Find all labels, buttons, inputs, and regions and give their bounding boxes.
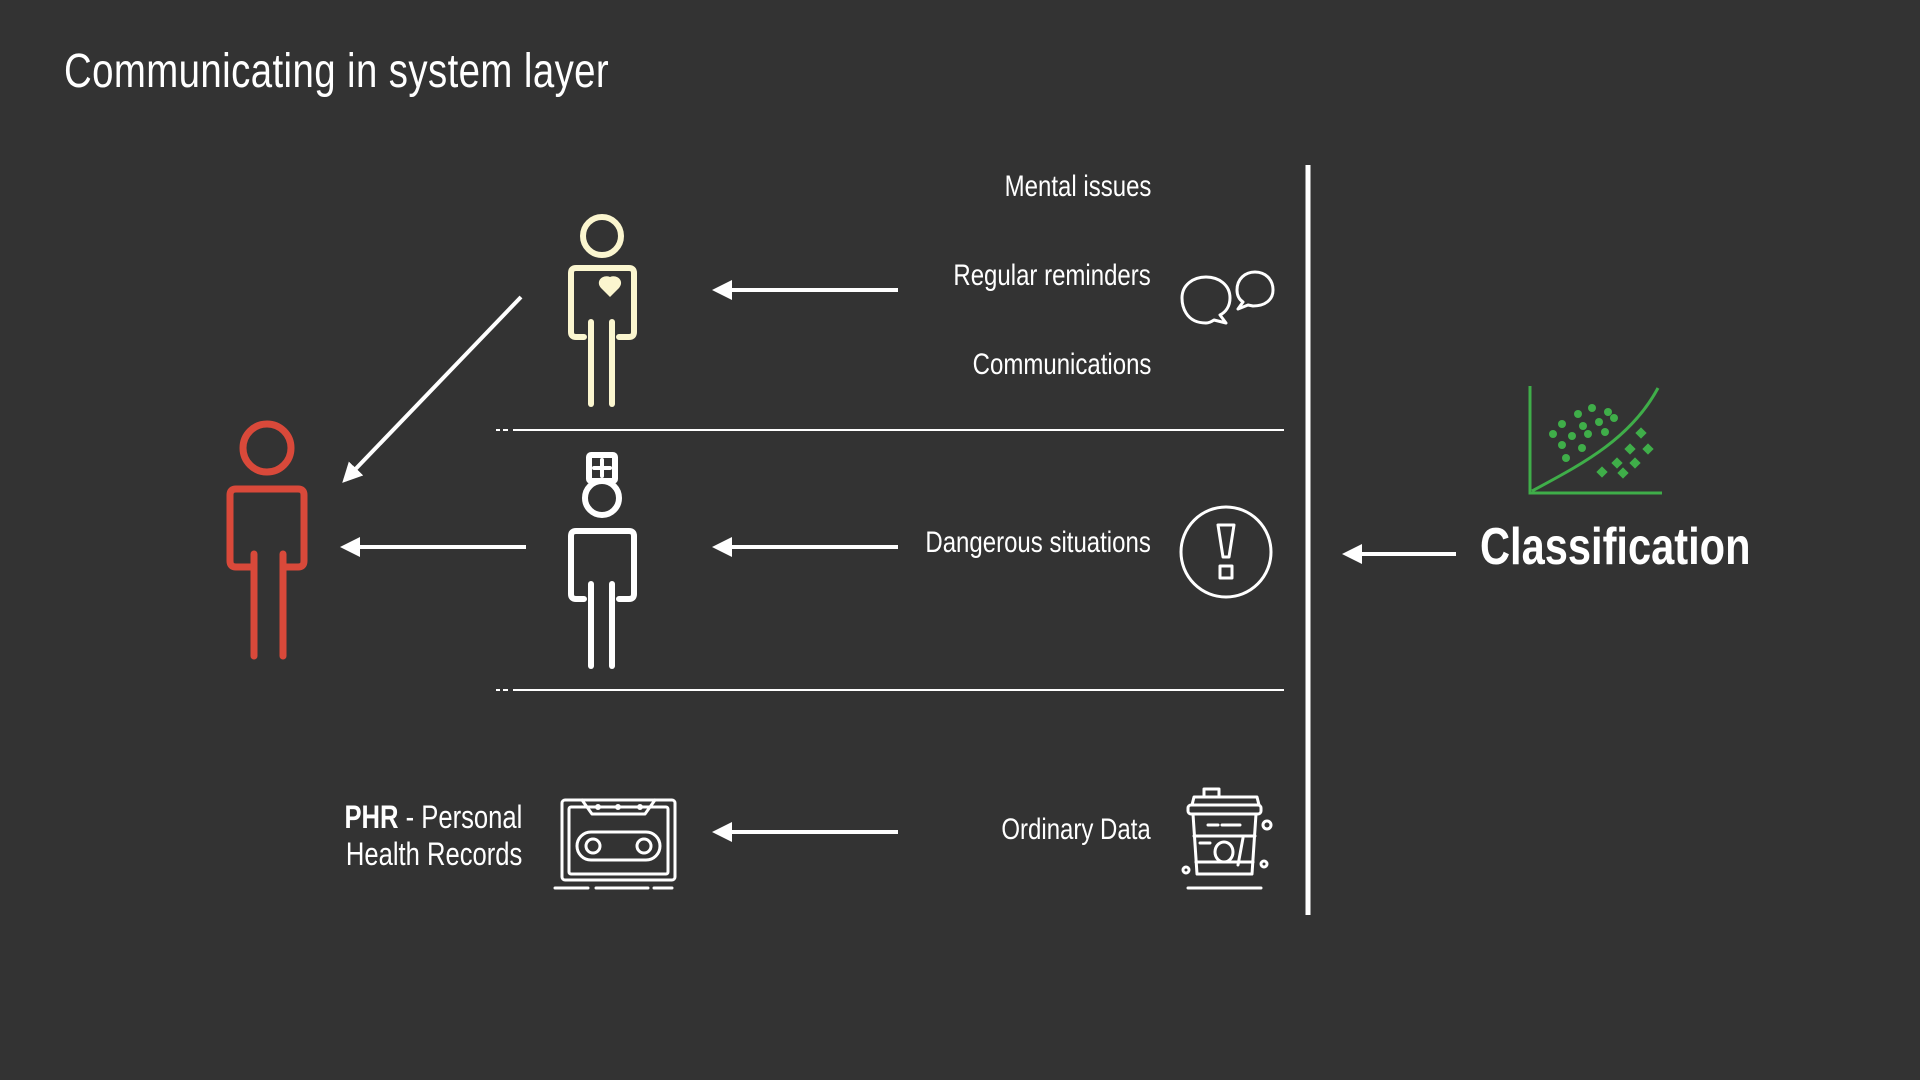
arrow-caregiver-to-patient xyxy=(342,295,523,483)
exclamation-circle-icon xyxy=(1179,505,1273,599)
speech-bubbles-icon xyxy=(1180,270,1275,325)
label-mental-issues: Mental issues xyxy=(1004,170,1151,203)
scatter-plot-icon xyxy=(1528,386,1662,495)
phr-line2: Health Records xyxy=(345,836,522,872)
phr-abbr: PHR xyxy=(344,799,399,835)
label-phr: PHR - Personal Health Records xyxy=(344,799,522,873)
label-communications: Communications xyxy=(972,348,1151,381)
phr-rest: - Personal xyxy=(398,799,522,835)
nurse-icon xyxy=(568,452,637,669)
label-dangerous-situations: Dangerous situations xyxy=(925,526,1151,559)
person-heart-icon xyxy=(568,214,637,407)
slide-title: Communicating in system layer xyxy=(64,45,610,98)
person-icon xyxy=(226,420,308,660)
coffee-cup-icon xyxy=(1181,787,1273,890)
cassette-tape-icon xyxy=(553,798,677,890)
label-ordinary-data: Ordinary Data xyxy=(1001,813,1151,846)
label-regular-reminders: Regular reminders xyxy=(953,259,1151,292)
label-classification: Classification xyxy=(1480,518,1751,576)
